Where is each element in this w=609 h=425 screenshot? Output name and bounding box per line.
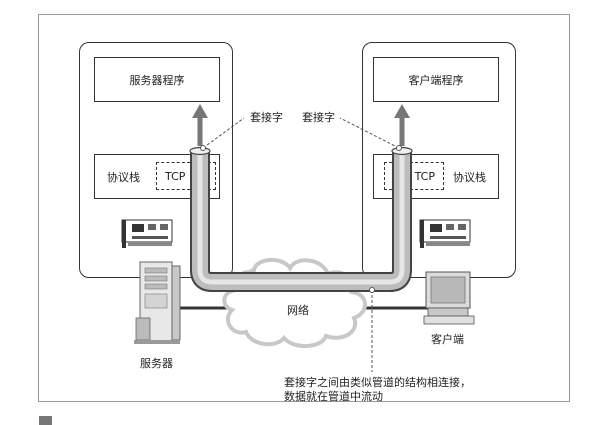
socket-left-label: 套接字 xyxy=(250,111,283,124)
socket-right-label: 套接字 xyxy=(302,111,335,124)
server-application-box: 服务器程序 xyxy=(94,57,220,102)
socket-left-callout xyxy=(202,117,245,149)
socket-right-callout xyxy=(339,117,400,149)
client-protocol-stack-label: 协议栈 xyxy=(453,170,486,184)
server-application-label: 服务器程序 xyxy=(129,73,185,87)
client-up-arrow xyxy=(394,104,410,146)
client-computer-icon xyxy=(423,271,475,325)
client-application-box: 客户端程序 xyxy=(373,57,499,102)
client-tcp-label: TCP xyxy=(414,169,435,183)
socket-pipe xyxy=(189,146,413,292)
client-application-label: 客户端程序 xyxy=(408,73,464,87)
server-protocol-stack-label: 协议栈 xyxy=(107,170,140,184)
client-network-card-icon xyxy=(419,219,471,248)
network-label: 网络 xyxy=(287,304,309,317)
server-tower-icon xyxy=(134,261,181,344)
server-tcp-label: TCP xyxy=(165,169,186,183)
server-up-arrow xyxy=(192,104,208,146)
figure-frame xyxy=(38,14,570,402)
server-network-card-icon xyxy=(121,219,173,248)
server-label: 服务器 xyxy=(140,357,173,370)
client-label: 客户端 xyxy=(431,333,464,346)
caption-line-2: 数据就在管道中流动 xyxy=(284,390,383,403)
corner-mark xyxy=(39,416,52,425)
caption-line-1: 套接字之间由类似管道的结构相连接， xyxy=(284,376,471,389)
